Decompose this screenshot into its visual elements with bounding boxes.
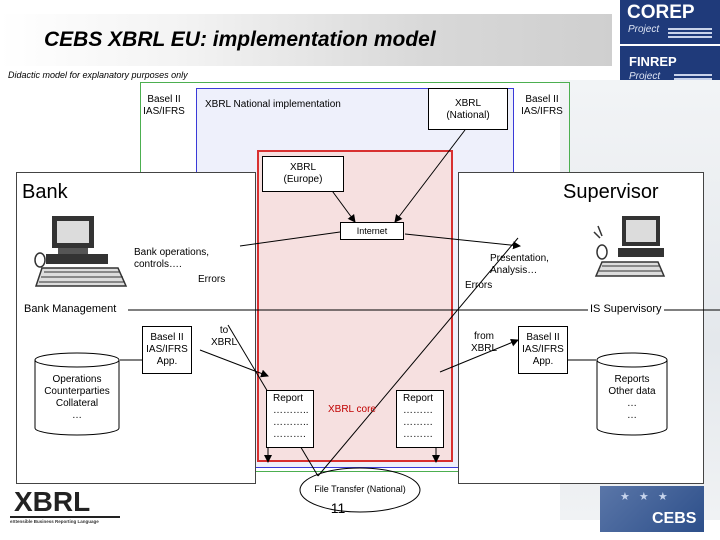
errors-right-label: Errors: [465, 280, 493, 291]
db-right-line1: Reports: [614, 374, 650, 385]
app-left-line1: Basel II: [150, 332, 184, 343]
from-xbrl-line2: XBRL: [470, 343, 498, 354]
from-xbrl-arrow: [439, 338, 519, 373]
supervisor-computer-icon: [593, 216, 666, 277]
app-right-line2: IAS/IFRS: [522, 344, 564, 355]
xbrl-logo-tagline: eXtensible Business Reporting Language: [10, 519, 99, 524]
app-left-line3: App.: [156, 356, 178, 367]
xbrl-core-label: XBRL core: [328, 404, 376, 415]
page-number: 11: [330, 500, 346, 516]
corep-stripes: [668, 28, 712, 40]
europe-to-internet: [329, 187, 356, 223]
finrep-logo-subtext: Project: [629, 71, 661, 82]
basel-right-line2: IAS/IFRS: [521, 106, 563, 117]
corep-logo-text: COREP: [627, 2, 695, 23]
db-left-line2: Counterparties: [44, 386, 110, 397]
cebs-stars: ★ ★ ★: [620, 491, 671, 503]
finrep-logo-text: FINREP: [629, 54, 677, 69]
db-right-line3: …: [627, 398, 637, 409]
title-bar: [0, 14, 612, 66]
xbrl-europe-line2: (Europe): [283, 174, 323, 185]
xbrl-europe-box: XBRL (Europe): [262, 156, 344, 192]
report-left-box: Report ……….. ……….. ……….: [266, 390, 314, 448]
db-right-line4: …: [627, 410, 637, 421]
to-xbrl-line1: to: [219, 325, 229, 336]
bank-ops-line2: controls….: [134, 259, 182, 270]
basel-ias-left-label: Basel II IAS/IFRS: [142, 94, 186, 118]
report-left-line1: ………..: [273, 405, 309, 416]
from-xbrl-label: from XBRL: [466, 331, 502, 355]
report-right-title: Report: [403, 393, 434, 404]
presentation-label: Presentation, Analysis…: [490, 253, 549, 277]
internet-box: Internet: [340, 222, 404, 240]
bank-database-shape: [34, 352, 120, 436]
bank-to-internet: [239, 231, 341, 247]
db-left-line3: Collateral: [55, 398, 99, 409]
to-xbrl-line2: XBRL: [210, 337, 238, 348]
bank-ops-line1: Bank operations,: [134, 247, 210, 258]
report-right-line3: ………: [403, 429, 433, 440]
national-impl-label: XBRL National implementation: [205, 99, 341, 110]
file-transfer-label: File Transfer (National): [314, 484, 406, 494]
internet-to-supervisor: [404, 233, 521, 250]
bank-db-text: Operations Counterparties Collateral …: [34, 374, 120, 422]
supervisor-region: [458, 172, 704, 484]
supervisor-database-shape: [596, 352, 668, 436]
presentation-line2: Analysis…: [490, 265, 538, 276]
app-right-line1: Basel II: [526, 332, 560, 343]
to-xbrl-arrow: [199, 349, 269, 378]
logo-divider: [620, 44, 720, 46]
supervisor-db-text: Reports Other data … …: [596, 374, 668, 422]
basel-ias-right-label: Basel II IAS/IFRS: [518, 94, 566, 118]
xbrl-national-line1: XBRL: [454, 98, 482, 109]
xbrl-national-box: XBRL (National): [428, 88, 508, 130]
xbrl-logo-text: XBRL: [14, 486, 91, 517]
bank-computer-icon: [34, 216, 128, 287]
basel-app-left-box: Basel II IAS/IFRS App.: [142, 326, 192, 374]
file-transfer-ellipse: [299, 467, 421, 513]
page-subtitle: Didactic model for explanatory purposes …: [8, 70, 188, 80]
finrep-stripes: [674, 74, 712, 82]
db-left-line1: Operations: [52, 374, 102, 385]
presentation-line1: Presentation,: [490, 253, 549, 264]
bank-heading: Bank: [22, 181, 68, 203]
page-title: CEBS XBRL EU: implementation model: [44, 28, 436, 51]
cebs-logo-text: CEBS: [652, 510, 697, 527]
basel-right-line1: Basel II: [525, 94, 559, 105]
app-left-line2: IAS/IFRS: [146, 344, 188, 355]
report-right-box: Report ……… ……… ………: [396, 390, 444, 448]
report-left-line3: ……….: [273, 429, 306, 440]
from-xbrl-line1: from: [474, 331, 494, 342]
to-xbrl-label: to XBRL: [206, 325, 242, 349]
is-supervisory-label: IS Supervisory: [588, 303, 664, 316]
basel-left-line2: IAS/IFRS: [143, 106, 185, 117]
report-right-line2: ………: [403, 417, 433, 428]
db-right-line2: Other data: [608, 386, 656, 397]
basel-left-line1: Basel II: [147, 94, 181, 105]
supervisor-database-icon: Reports Other data … …: [596, 352, 668, 436]
xbrl-logo: XBRL eXtensible Business Reporting Langu…: [10, 488, 120, 530]
bank-database-icon: Operations Counterparties Collateral …: [34, 352, 120, 436]
report-left-title: Report: [273, 393, 304, 404]
xbrl-national-line2: (National): [446, 110, 490, 121]
db-left-line4: …: [72, 410, 82, 421]
bank-operations-label: Bank operations, controls….: [134, 247, 209, 271]
cebs-logo: ★ ★ ★ CEBS: [600, 486, 704, 532]
xbrl-logo-bar: [10, 516, 120, 518]
supervisor-heading: Supervisor: [563, 181, 659, 203]
report-right-line1: ………: [403, 405, 433, 416]
basel-app-right-box: Basel II IAS/IFRS App.: [518, 326, 568, 374]
corep-logo-subtext: Project: [628, 24, 660, 35]
errors-left-label: Errors: [198, 274, 226, 285]
national-to-internet: [394, 129, 466, 223]
report-left-line2: ………..: [273, 417, 309, 428]
corep-finrep-logo: COREP Project FINREP Project: [620, 0, 720, 90]
xbrl-europe-line1: XBRL: [289, 162, 317, 173]
bank-management-label: Bank Management: [22, 303, 119, 316]
app-right-line3: App.: [532, 356, 554, 367]
file-transfer-line: [317, 237, 519, 477]
